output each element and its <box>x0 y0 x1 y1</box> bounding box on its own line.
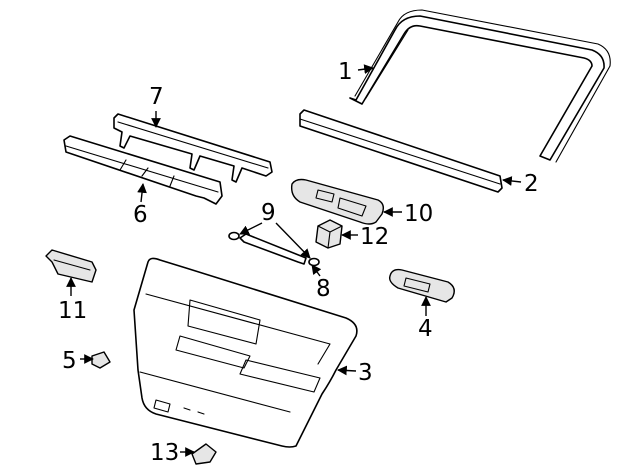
part-8-pull-handle <box>239 233 307 265</box>
callout-4: 4 <box>418 316 433 342</box>
leader-8 <box>311 264 322 277</box>
part-9-fastener-right <box>308 257 320 267</box>
part-4-handle-housing <box>388 268 455 303</box>
part-12-switch <box>315 219 343 249</box>
callout-13: 13 <box>150 440 179 466</box>
callout-9: 9 <box>261 200 276 226</box>
callout-12: 12 <box>360 224 389 250</box>
part-1-window-frame <box>349 9 611 163</box>
callout-2: 2 <box>524 171 539 197</box>
callout-11: 11 <box>58 298 87 324</box>
callout-3: 3 <box>358 360 373 386</box>
leader-2 <box>502 176 522 186</box>
part-6-trim-panel <box>63 135 223 205</box>
leader-9b <box>275 222 311 259</box>
callout-7: 7 <box>149 84 164 110</box>
leader-9a <box>239 222 263 235</box>
part-5-clip <box>91 351 111 369</box>
part-3-door-trim-panel <box>133 257 358 448</box>
part-11-pocket <box>45 249 97 283</box>
part-10-switch-bezel <box>290 178 385 225</box>
leader-3 <box>337 365 357 376</box>
callout-1: 1 <box>338 59 353 85</box>
callout-6: 6 <box>133 202 148 228</box>
callout-5: 5 <box>62 348 77 374</box>
part-9-fastener-left <box>228 231 240 241</box>
part-13-bracket <box>191 443 217 465</box>
part-7-trim-rail <box>113 113 273 183</box>
callout-10: 10 <box>404 201 433 227</box>
callout-8: 8 <box>316 276 331 302</box>
leader-1 <box>357 64 374 75</box>
part-2-belt-weatherstrip <box>299 109 503 193</box>
leader-6 <box>137 183 147 203</box>
